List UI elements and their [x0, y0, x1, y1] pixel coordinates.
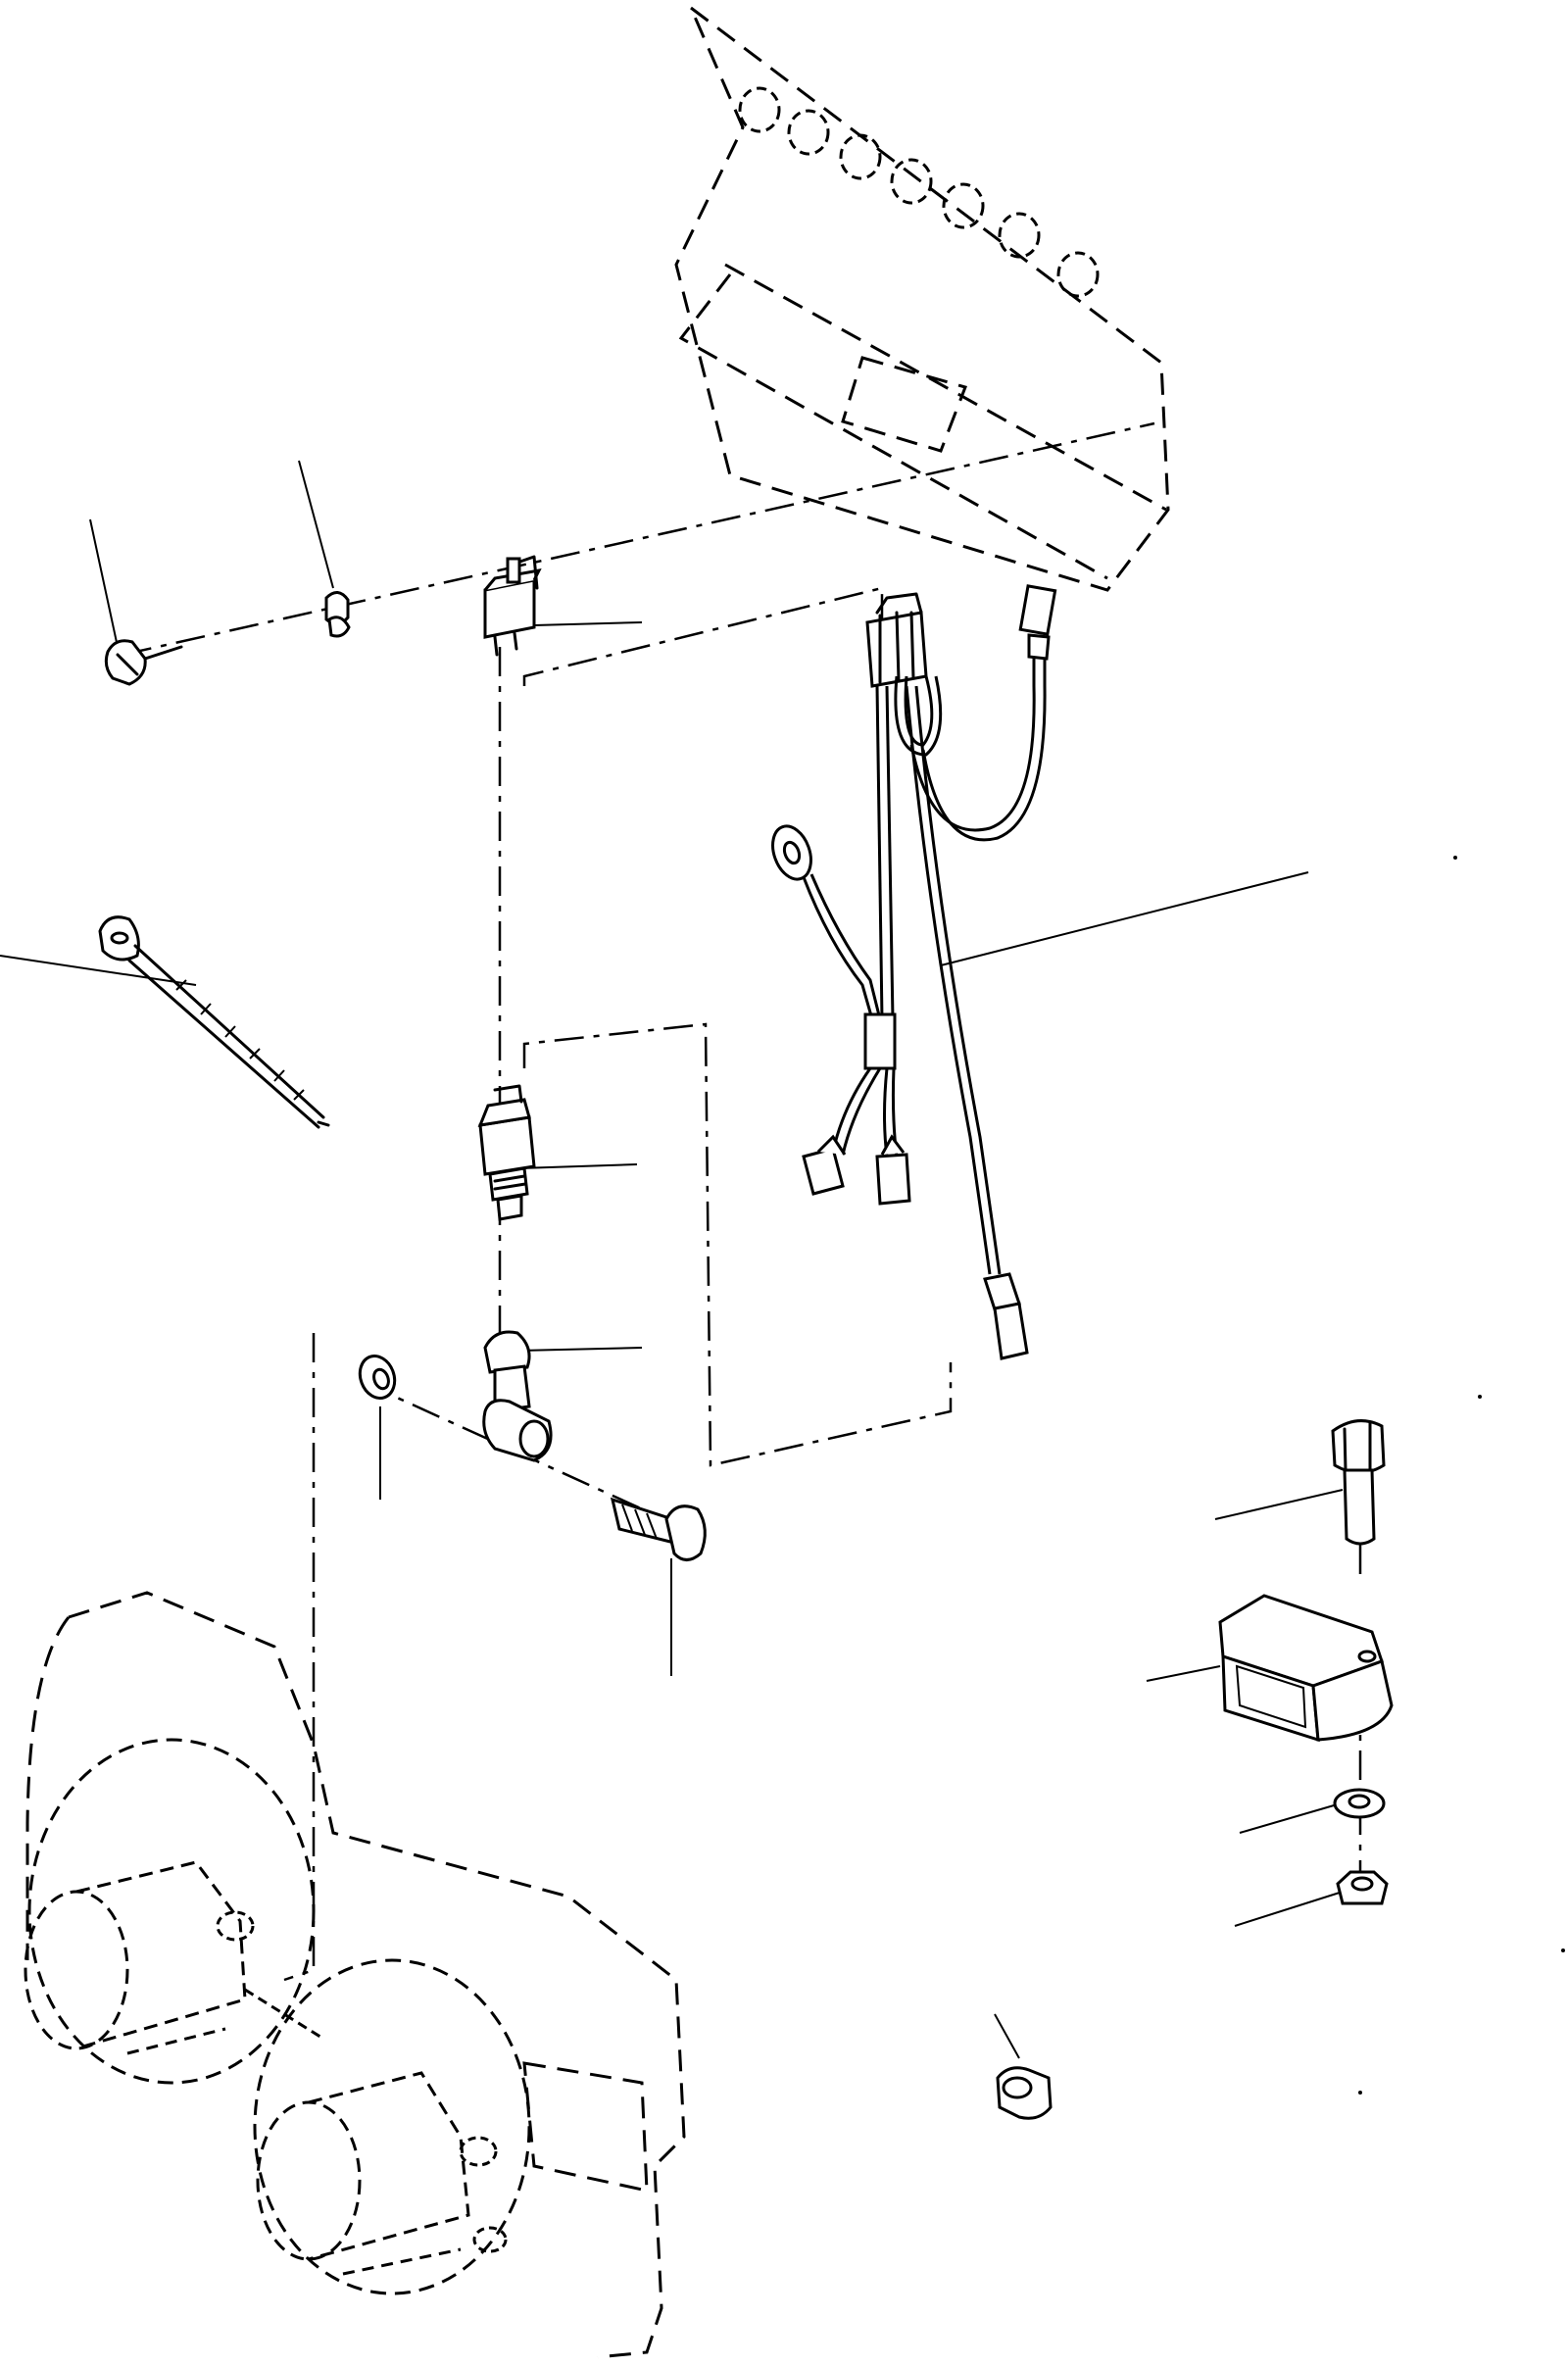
sealing-washer	[358, 1355, 397, 1400]
leader-lines	[0, 460, 1344, 2059]
banjo-fitting	[482, 1330, 553, 1462]
instrument-panel	[674, 3, 1170, 592]
assembly-center-lines	[122, 421, 1362, 1982]
wiring-harness	[771, 584, 1057, 1360]
cable-tie	[98, 915, 330, 1129]
scan-specks	[1358, 856, 1565, 2095]
horn-assembly	[24, 1591, 686, 2359]
relay	[483, 555, 542, 657]
hex-bolt	[1331, 1419, 1386, 1546]
pressure-switch	[477, 1084, 536, 1221]
bolt	[104, 639, 183, 686]
bracket-block	[1218, 1594, 1394, 1743]
grommet	[996, 2066, 1053, 2120]
clip	[324, 591, 351, 638]
hex-nut	[1336, 1870, 1389, 1905]
gauge-holes	[738, 86, 1100, 298]
flat-washer	[1333, 1788, 1386, 1819]
banjo-bolt	[610, 1497, 707, 1561]
